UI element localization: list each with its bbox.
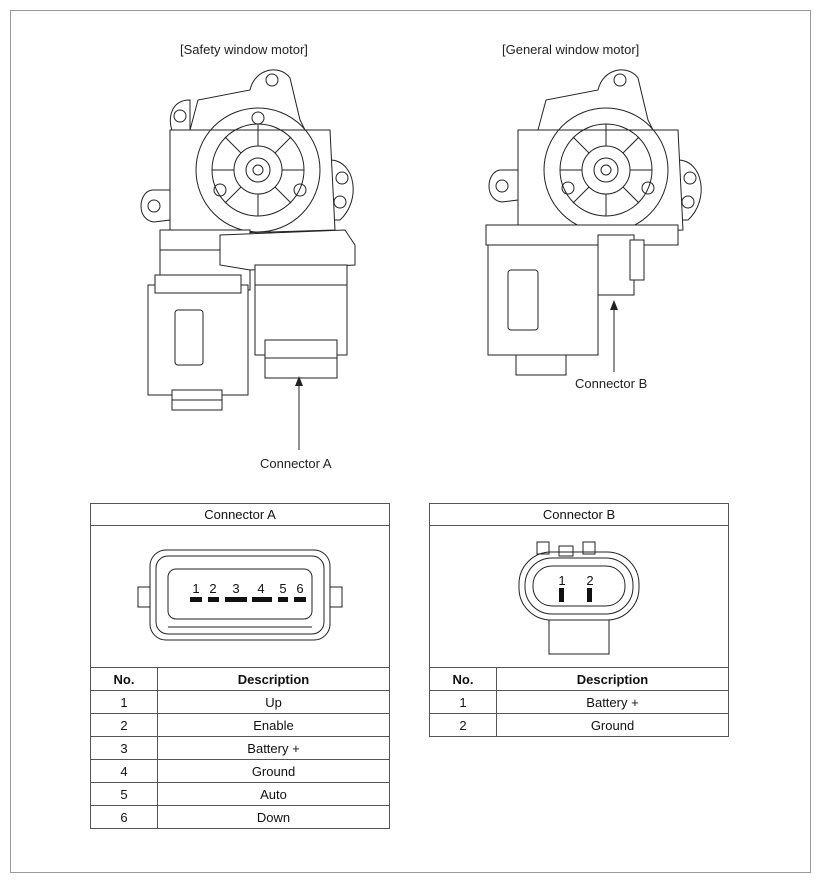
- table-row: 1 Up: [90, 690, 390, 714]
- connector-b-description-header: Description: [496, 667, 729, 691]
- table-row: 2 Ground: [429, 713, 729, 737]
- connector-a-pin-label: 3: [232, 581, 239, 596]
- connector-a-title: Connector A: [90, 503, 390, 526]
- pin-number: 3: [90, 736, 158, 760]
- connector-b-title: Connector B: [429, 503, 729, 526]
- connector-a-pin-label: 2: [209, 581, 216, 596]
- connector-a-no-header: No.: [90, 667, 158, 691]
- pin-description: Battery +: [496, 690, 729, 714]
- connector-a-pin: [294, 597, 306, 602]
- pin-number: 2: [90, 713, 158, 737]
- diagram-frame: [10, 10, 811, 873]
- connector-a-pin-label: 6: [296, 581, 303, 596]
- table-row: 6 Down: [90, 805, 390, 829]
- pin-number: 2: [429, 713, 497, 737]
- connector-a-table: Connector A 1 2 3 4 5 6: [90, 503, 390, 829]
- connector-b-pin: [559, 588, 564, 602]
- pin-description: Ground: [157, 759, 390, 783]
- table-row: 4 Ground: [90, 759, 390, 783]
- connector-b-pin-label: 1: [558, 573, 565, 588]
- connector-a-pin: [190, 597, 202, 602]
- connector-b-no-header: No.: [429, 667, 497, 691]
- connector-a-pinout-drawing: 1 2 3 4 5 6: [137, 549, 343, 641]
- connector-a-pin: [208, 597, 219, 602]
- pin-description: Battery +: [157, 736, 390, 760]
- pin-description: Enable: [157, 713, 390, 737]
- table-row: 3 Battery +: [90, 736, 390, 760]
- connector-a-pin: [252, 597, 272, 602]
- pin-description: Up: [157, 690, 390, 714]
- connector-a-callout: Connector A: [260, 456, 332, 471]
- connector-b-pin: [587, 588, 592, 602]
- table-row: 1 Battery +: [429, 690, 729, 714]
- pin-number: 6: [90, 805, 158, 829]
- safety-motor-title: [Safety window motor]: [180, 42, 308, 57]
- pin-description: Down: [157, 805, 390, 829]
- connector-a-face: 1 2 3 4 5 6: [90, 525, 390, 668]
- pin-description: Auto: [157, 782, 390, 806]
- general-window-motor-drawing: [485, 69, 702, 376]
- table-row: 2 Enable: [90, 713, 390, 737]
- connector-b-callout: Connector B: [575, 376, 648, 391]
- connector-b-pinout-drawing: 1 2: [518, 541, 640, 655]
- connector-b-face: 1 2: [429, 525, 729, 668]
- pin-number: 4: [90, 759, 158, 783]
- connector-a-pin-label: 1: [192, 581, 199, 596]
- connector-a-description-header: Description: [157, 667, 390, 691]
- connector-a-pin-label: 4: [257, 581, 264, 596]
- connector-b-pin-label: 2: [586, 573, 593, 588]
- connector-a-pin: [225, 597, 247, 602]
- safety-window-motor-drawing: [140, 69, 356, 411]
- pin-number: 5: [90, 782, 158, 806]
- connector-a-pin: [278, 597, 288, 602]
- pin-description: Ground: [496, 713, 729, 737]
- connector-a-pin-label: 5: [279, 581, 286, 596]
- pin-number: 1: [90, 690, 158, 714]
- general-motor-title: [General window motor]: [502, 42, 640, 57]
- table-row: 5 Auto: [90, 782, 390, 806]
- connector-b-table: Connector B 1 2 No. Description 1 Batter…: [429, 503, 729, 737]
- pin-number: 1: [429, 690, 497, 714]
